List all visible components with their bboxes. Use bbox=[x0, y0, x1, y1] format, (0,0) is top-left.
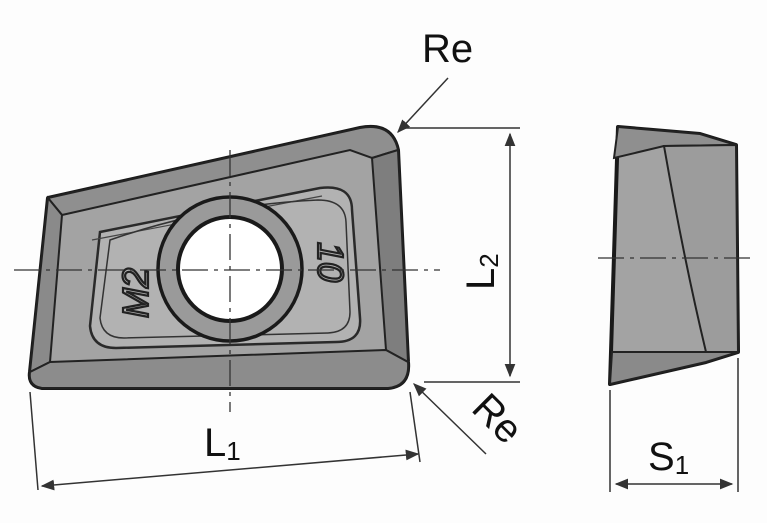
dimension-l1 bbox=[29, 391, 421, 491]
l1-label: L1 bbox=[204, 421, 241, 466]
front-centerlines bbox=[14, 150, 440, 412]
re-bottom-leader bbox=[413, 383, 487, 455]
insert-top-bevel bbox=[46, 126, 400, 217]
re-top-leader bbox=[397, 77, 449, 133]
l2-label: L2 bbox=[459, 253, 504, 290]
re-top-label: Re bbox=[422, 27, 473, 71]
insert-marking-left: M2 bbox=[115, 268, 156, 318]
insert-marking-right: 10 bbox=[310, 242, 351, 282]
dimension-l2 bbox=[402, 127, 520, 383]
side-bevel-bottom bbox=[608, 351, 739, 386]
s1-label: S1 bbox=[648, 435, 689, 480]
insert-side-view bbox=[598, 125, 752, 386]
dimension-s1 bbox=[609, 358, 739, 492]
insert-front-view: M2 10 bbox=[27, 125, 411, 390]
insert-bottom-bevel bbox=[28, 348, 410, 389]
